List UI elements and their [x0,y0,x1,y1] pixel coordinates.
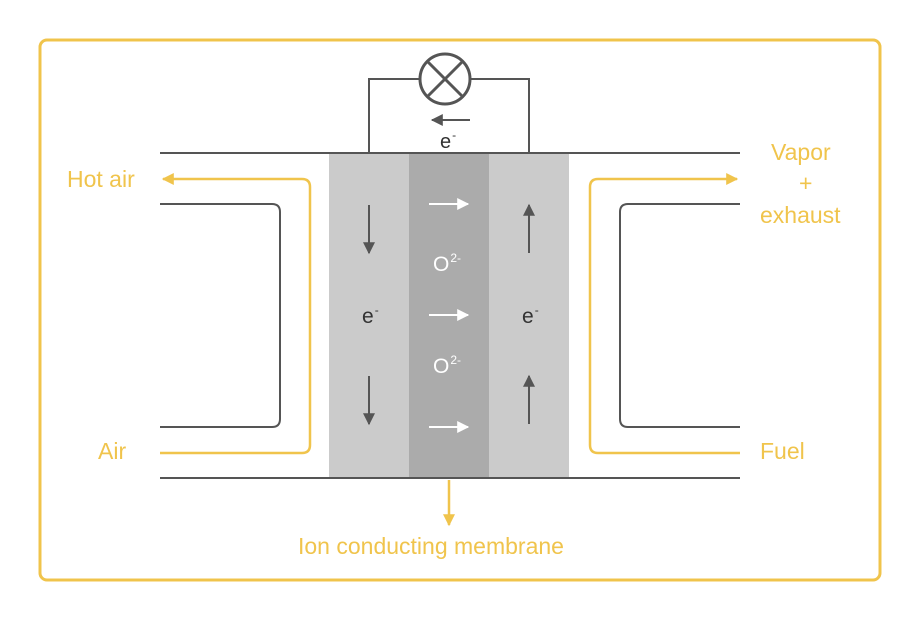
electron-base: e [440,131,452,153]
anode-electron-label: e- [522,304,539,327]
oxide-base: O [433,253,450,276]
electron-charge: - [452,128,457,142]
electron-base: e [522,305,534,328]
vapor-label: Vapor [771,139,831,165]
right-channel-wall [619,203,740,428]
plus-label: + [799,170,813,196]
fuel-label: Fuel [760,438,805,464]
fuel-flow-path [588,173,740,455]
electron-charge: - [374,303,379,317]
exhaust-label: exhaust [760,202,841,228]
hot-air-label: Hot air [67,166,135,192]
oxide-charge: 2- [450,353,462,367]
oxide-charge: 2- [450,251,462,265]
membrane-label: Ion conducting membrane [298,533,564,559]
air-flow-path [160,173,312,455]
oxide-ion-label: O2- [433,354,461,377]
circuit-electron-label: e- [440,129,456,152]
external-circuit [368,78,530,153]
left-channel-wall [160,203,281,428]
electron-charge: - [534,303,539,317]
air-label: Air [98,438,127,464]
oxide-ion-label: O2- [433,252,461,275]
electron-base: e [362,305,374,328]
cathode-electron-label: e- [362,304,379,327]
oxide-base: O [433,355,450,378]
outer-frame [38,38,882,582]
lamp-icon [418,52,472,106]
